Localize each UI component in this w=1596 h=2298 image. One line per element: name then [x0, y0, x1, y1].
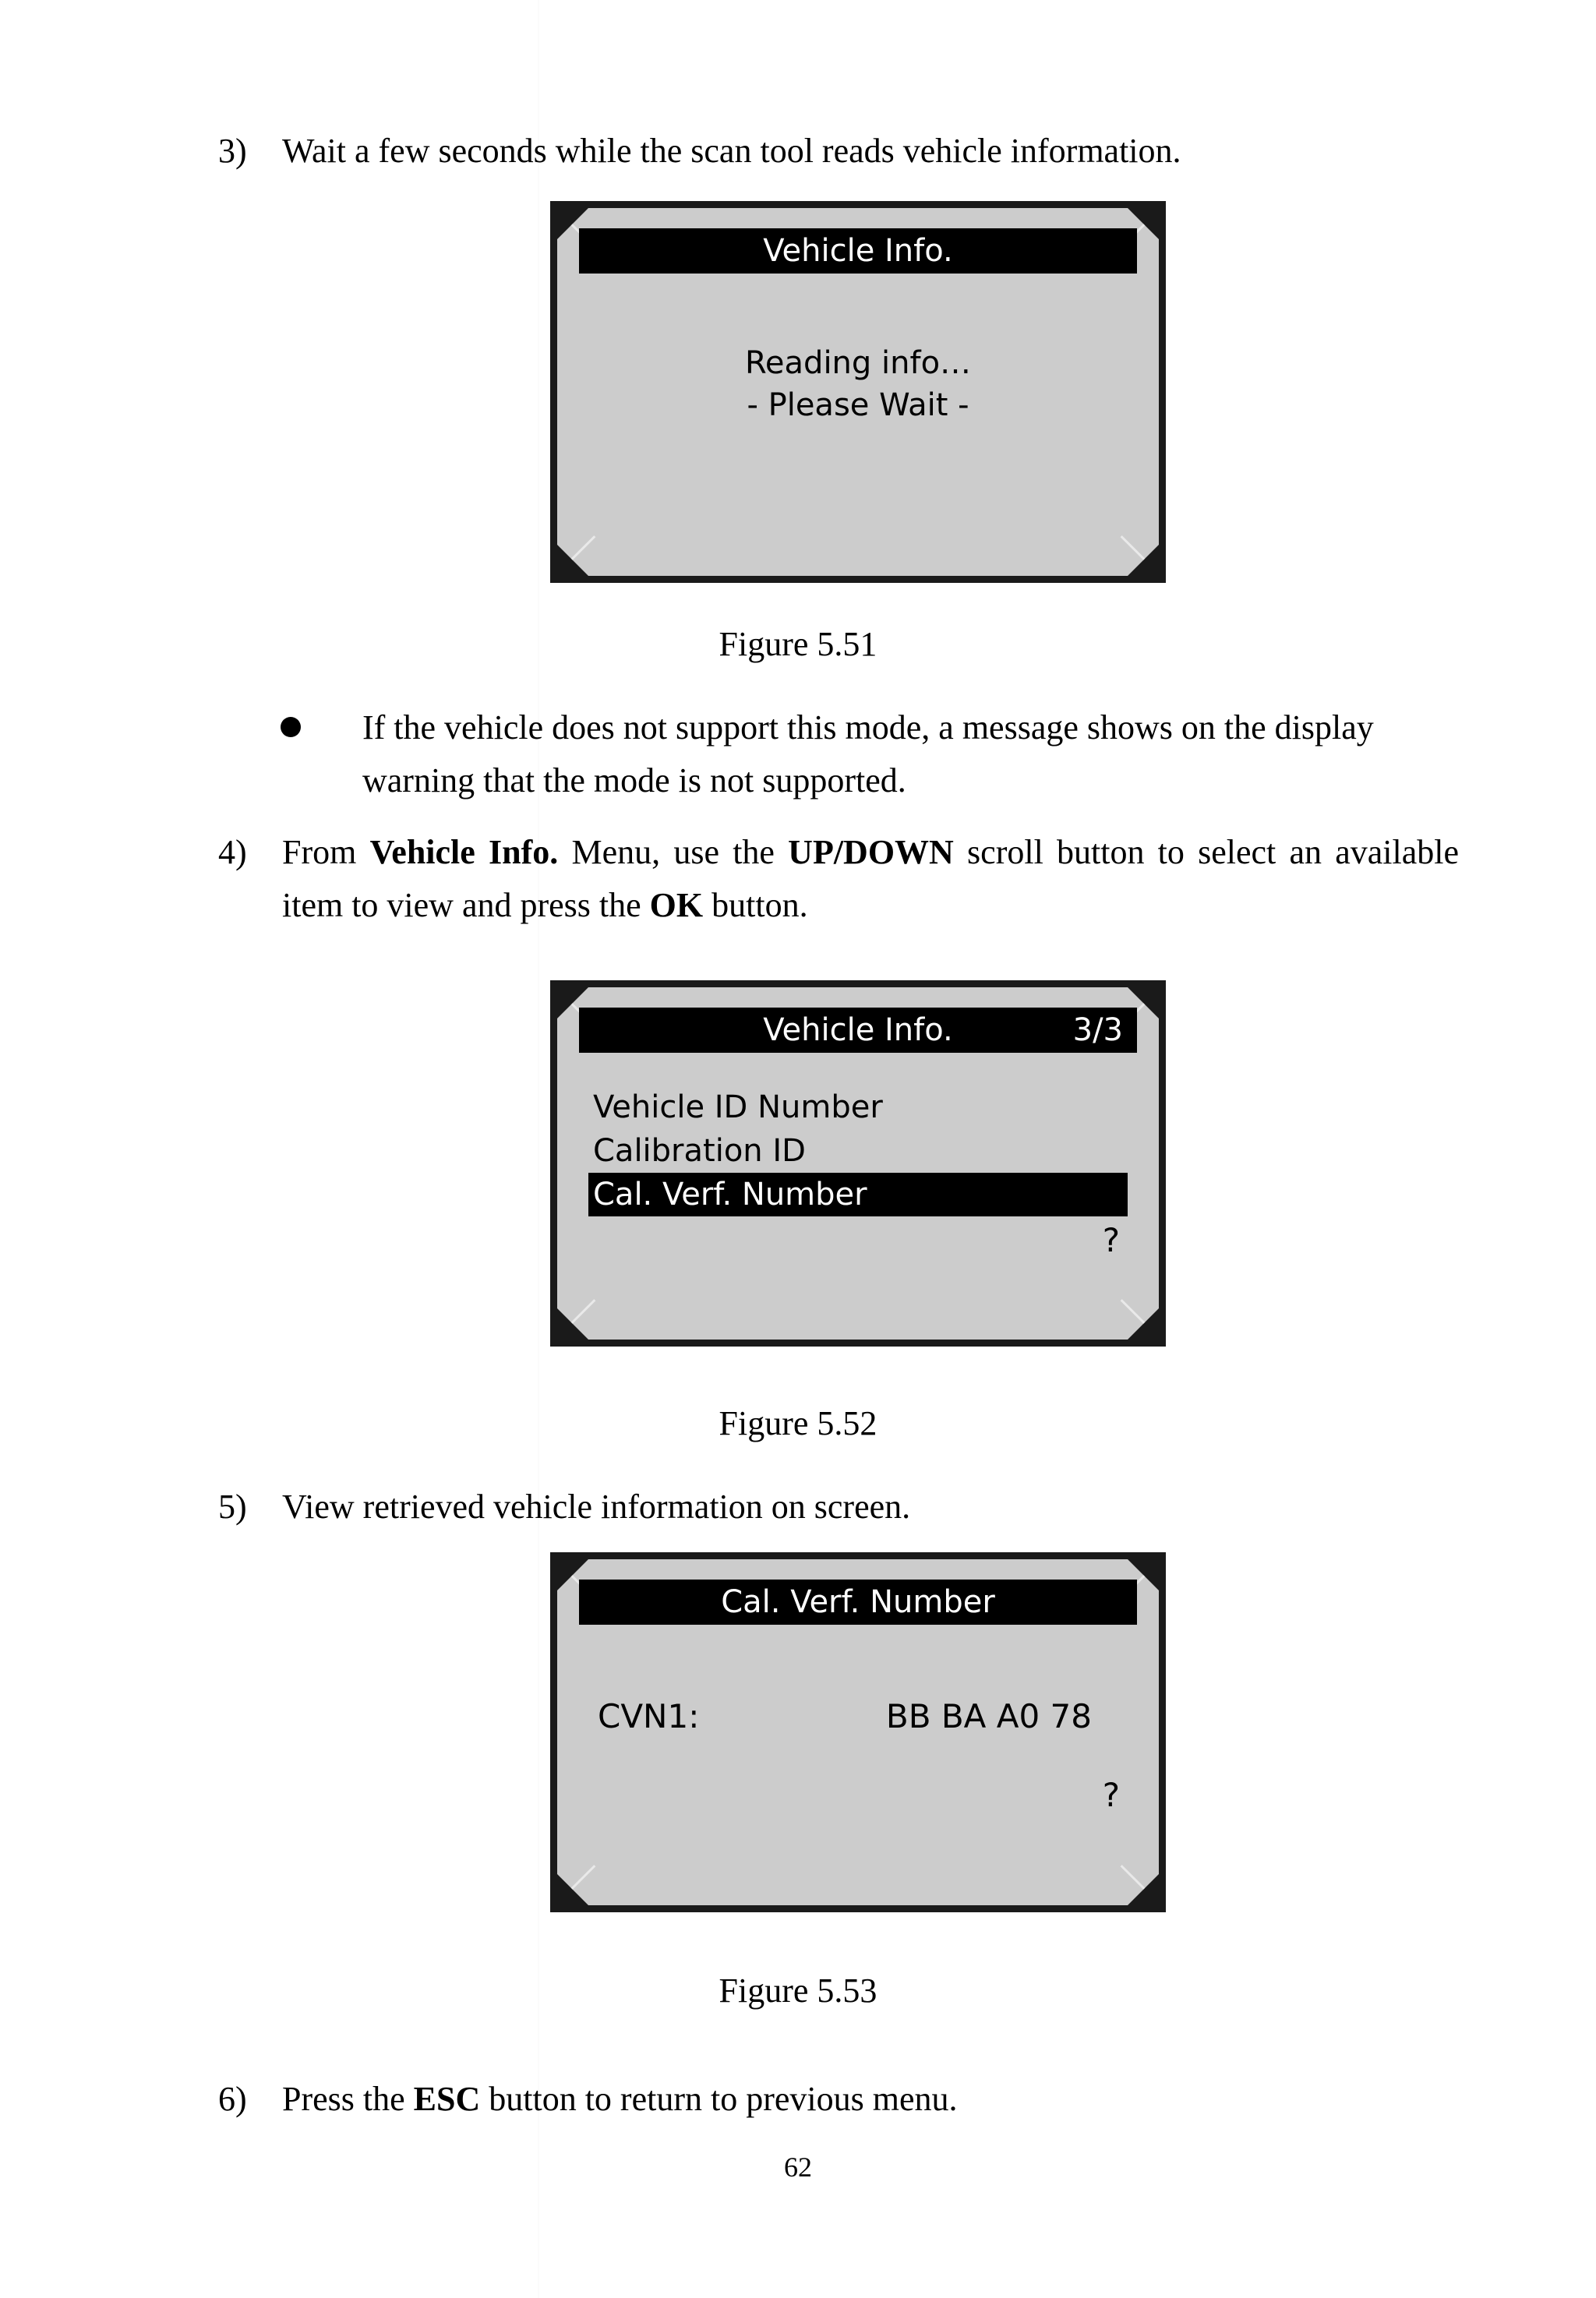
step-5: 5) View retrieved vehicle information on… [218, 1481, 1459, 1534]
step-4-bold-vehicle-info: Vehicle Info. [369, 833, 559, 871]
step-5-marker: 5) [218, 1488, 247, 1526]
menu-item-calibration-id[interactable]: Calibration ID [593, 1133, 806, 1169]
help-question-mark-icon: ? [1102, 1776, 1120, 1814]
step-3: 3) Wait a few seconds while the scan too… [218, 125, 1459, 178]
step-4-text-b: Menu, use the [558, 833, 789, 871]
step-4-marker: 4) [218, 833, 247, 871]
step-6-marker: 6) [218, 2080, 247, 2118]
figure-caption-5-52: Figure 5.52 [719, 1404, 877, 1442]
cvn-value: BB BA A0 78 [885, 1697, 1092, 1735]
screen-page-counter: 3/3 [1072, 1012, 1123, 1048]
step-4-text-a: From [282, 833, 370, 871]
device-screenshot-fig-5-53: Cal. Verf. Number CVN1: BB BA A0 78 ? [550, 1552, 1166, 1912]
bullet-dot-icon [281, 717, 301, 737]
step-6-text: Press the ESC button to return to previo… [282, 2073, 1459, 2126]
scan-artifact-line [538, 0, 539, 2298]
lcd-screen: Cal. Verf. Number CVN1: BB BA A0 78 ? [579, 1580, 1137, 1888]
screen-content: CVN1: BB BA A0 78 ? [579, 1625, 1137, 1888]
step-5-text: View retrieved vehicle information on sc… [282, 1488, 911, 1526]
note-bullet-item: If the vehicle does not support this mod… [281, 701, 1459, 807]
screen-title: Vehicle Info. [763, 233, 953, 269]
step-6-text-b: button to return to previous menu. [480, 2080, 958, 2118]
screen-title: Cal. Verf. Number [721, 1584, 995, 1620]
step-3-text: Wait a few seconds while the scan tool r… [282, 132, 1181, 170]
step-4-text-d: button. [703, 886, 808, 924]
cvn-label: CVN1: [598, 1697, 700, 1735]
device-bezel: Cal. Verf. Number CVN1: BB BA A0 78 ? [557, 1559, 1159, 1905]
screen-content: Vehicle ID Number Calibration ID Cal. Ve… [579, 1053, 1137, 1322]
device-screenshot-fig-5-51: Vehicle Info. Reading info… - Please Wai… [550, 201, 1166, 583]
lcd-screen: Vehicle Info. Reading info… - Please Wai… [579, 228, 1137, 559]
menu-item-cal-verf-number[interactable]: Cal. Verf. Number [588, 1173, 1128, 1216]
step-4: 4) From Vehicle Info. Menu, use the UP/D… [218, 826, 1459, 932]
status-message-line-1: Reading info… [744, 345, 972, 381]
figure-caption-5-51: Figure 5.51 [719, 625, 877, 663]
step-4-bold-ok: OK [649, 886, 704, 924]
device-screenshot-fig-5-52: Vehicle Info. 3/3 Vehicle ID Number Cali… [550, 980, 1166, 1347]
device-bezel: Vehicle Info. Reading info… - Please Wai… [557, 208, 1159, 576]
lcd-screen: Vehicle Info. 3/3 Vehicle ID Number Cali… [579, 1008, 1137, 1322]
device-bezel: Vehicle Info. 3/3 Vehicle ID Number Cali… [557, 987, 1159, 1340]
step-3-marker: 3) [218, 132, 247, 170]
status-message-line-2: - Please Wait - [747, 387, 969, 423]
help-question-mark-icon: ? [1102, 1221, 1120, 1259]
screen-title-bar: Cal. Verf. Number [579, 1580, 1137, 1625]
page-number: 62 [784, 2152, 812, 2183]
cvn-value-row: CVN1: BB BA A0 78 [579, 1696, 1137, 1737]
screen-content: Reading info… - Please Wait - [579, 274, 1137, 559]
screen-title-bar: Vehicle Info. [579, 228, 1137, 274]
step-6: 6) Press the ESC button to return to pre… [218, 2073, 1459, 2126]
menu-item-vehicle-id-number[interactable]: Vehicle ID Number [593, 1089, 883, 1125]
step-4-text: From Vehicle Info. Menu, use the UP/DOWN… [282, 826, 1459, 932]
step-6-bold-esc: ESC [413, 2080, 481, 2118]
note-bullet-text: If the vehicle does not support this mod… [362, 708, 1374, 800]
vehicle-info-menu[interactable]: Vehicle ID Number Calibration ID Cal. Ve… [588, 1085, 1128, 1216]
screen-title: Vehicle Info. [763, 1012, 953, 1048]
step-4-text-c: scroll button to select an available ite… [282, 833, 1459, 924]
step-4-bold-up-down: UP/DOWN [788, 833, 954, 871]
screen-title-bar: Vehicle Info. 3/3 [579, 1008, 1137, 1053]
figure-caption-5-53: Figure 5.53 [719, 1971, 877, 2010]
step-6-text-a: Press the [282, 2080, 414, 2118]
